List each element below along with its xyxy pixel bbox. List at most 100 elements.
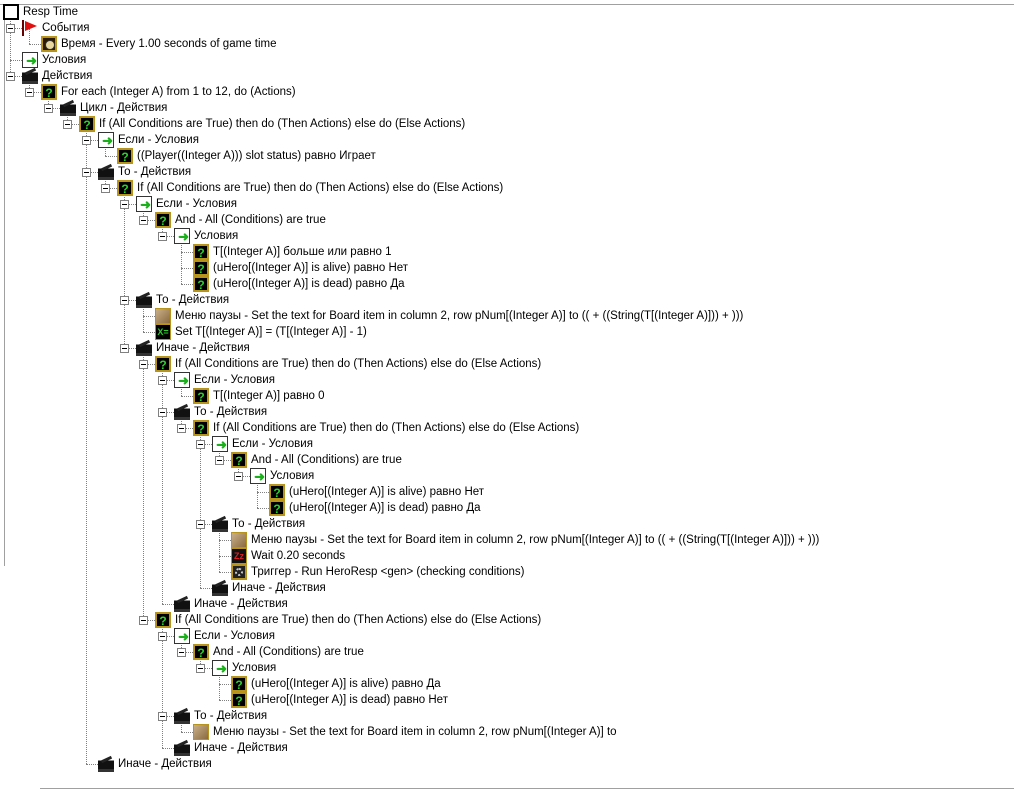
- tree-node[interactable]: ?If (All Conditions are True) then do (T…: [0, 420, 1014, 436]
- tree-node[interactable]: Действия: [0, 68, 1014, 84]
- clapper-icon: [60, 100, 76, 116]
- collapse-toggle[interactable]: [158, 712, 167, 721]
- collapse-toggle[interactable]: [139, 616, 148, 625]
- tree-node[interactable]: ➜Условия: [0, 468, 1014, 484]
- tree-node[interactable]: ➜Условия: [0, 228, 1014, 244]
- tree-node[interactable]: ?((Player((Integer A))) slot status) рав…: [0, 148, 1014, 164]
- tree-node[interactable]: ➜Условия: [0, 660, 1014, 676]
- tree-node[interactable]: ➜Если - Условия: [0, 628, 1014, 644]
- collapse-toggle[interactable]: [196, 520, 205, 529]
- tree-node[interactable]: ?For each (Integer A) from 1 to 12, do (…: [0, 84, 1014, 100]
- collapse-toggle[interactable]: [120, 200, 129, 209]
- tree-node[interactable]: Меню паузы - Set the text for Board item…: [0, 724, 1014, 740]
- collapse-toggle[interactable]: [158, 408, 167, 417]
- collapse-toggle[interactable]: [44, 104, 53, 113]
- tree-connector: [143, 332, 155, 333]
- collapse-toggle[interactable]: [158, 632, 167, 641]
- tree-connector: [48, 108, 60, 109]
- tree-connector: [105, 188, 117, 189]
- tree-node[interactable]: Меню паузы - Set the text for Board item…: [0, 308, 1014, 324]
- collapse-toggle[interactable]: [6, 24, 15, 33]
- collapse-toggle[interactable]: [139, 216, 148, 225]
- tree-node-label: Условия: [42, 54, 87, 66]
- tree-node[interactable]: ?If (All Conditions are True) then do (T…: [0, 356, 1014, 372]
- tree-node[interactable]: Иначе - Действия: [0, 340, 1014, 356]
- tree-node-label: If (All Conditions are True) then do (Th…: [175, 358, 542, 370]
- tree-node[interactable]: ?T[(Integer A)] равно 0: [0, 388, 1014, 404]
- condition-icon: ➜: [250, 468, 266, 484]
- tree-node[interactable]: ?If (All Conditions are True) then do (T…: [0, 612, 1014, 628]
- collapse-toggle[interactable]: [196, 664, 205, 673]
- question-icon: ?: [117, 180, 133, 196]
- tree-connector: [29, 44, 41, 45]
- collapse-toggle[interactable]: [82, 136, 91, 145]
- tree-node[interactable]: ?(uHero[(Integer A)] is alive) равно Нет: [0, 260, 1014, 276]
- tree-node[interactable]: ?And - All (Conditions) are true: [0, 212, 1014, 228]
- collapse-toggle[interactable]: [139, 360, 148, 369]
- collapse-toggle[interactable]: [6, 72, 15, 81]
- tree-node[interactable]: То - Действия: [0, 708, 1014, 724]
- tree-node-label: Иначе - Действия: [194, 742, 288, 754]
- collapse-toggle[interactable]: [101, 184, 110, 193]
- condition-icon: ➜: [212, 436, 228, 452]
- collapse-toggle[interactable]: [215, 456, 224, 465]
- tree-node[interactable]: Resp Time: [0, 4, 1014, 20]
- tree-node[interactable]: Иначе - Действия: [0, 580, 1014, 596]
- tree-node[interactable]: То - Действия: [0, 292, 1014, 308]
- tree-node[interactable]: Триггер - Run HeroResp <gen> (checking c…: [0, 564, 1014, 580]
- tree-node[interactable]: Меню паузы - Set the text for Board item…: [0, 532, 1014, 548]
- tree-node[interactable]: ?And - All (Conditions) are true: [0, 452, 1014, 468]
- tree-node-label: Если - Условия: [194, 374, 275, 386]
- condition-icon: ➜: [174, 628, 190, 644]
- tree-node[interactable]: Время - Every 1.00 seconds of game time: [0, 36, 1014, 52]
- tree-connector: [219, 572, 231, 573]
- tree-node[interactable]: Иначе - Действия: [0, 756, 1014, 772]
- question-icon: ?: [79, 116, 95, 132]
- tree-connector: [181, 428, 193, 429]
- collapse-toggle[interactable]: [82, 168, 91, 177]
- tree-node[interactable]: События: [0, 20, 1014, 36]
- tree-node[interactable]: Цикл - Действия: [0, 100, 1014, 116]
- tree-connector: [29, 76, 30, 92]
- tree-node[interactable]: ?If (All Conditions are True) then do (T…: [0, 116, 1014, 132]
- tree-node[interactable]: ?(uHero[(Integer A)] is dead) равно Нет: [0, 692, 1014, 708]
- collapse-toggle[interactable]: [120, 296, 129, 305]
- collapse-toggle[interactable]: [196, 440, 205, 449]
- tree-node[interactable]: ➜Условия: [0, 52, 1014, 68]
- clapper-icon: [174, 740, 190, 756]
- collapse-toggle[interactable]: [63, 120, 72, 129]
- tree-node[interactable]: X=Set T[(Integer A)] = (T[(Integer A)] -…: [0, 324, 1014, 340]
- tree-node-label: То - Действия: [194, 710, 268, 722]
- collapse-toggle[interactable]: [158, 376, 167, 385]
- tree-node[interactable]: ➜Если - Условия: [0, 132, 1014, 148]
- question-icon: ?: [155, 612, 171, 628]
- tree-node-label: For each (Integer A) from 1 to 12, do (A…: [61, 86, 296, 98]
- question-icon: ?: [193, 260, 209, 276]
- tree-node[interactable]: То - Действия: [0, 164, 1014, 180]
- tree-node[interactable]: ?(uHero[(Integer A)] is alive) равно Да: [0, 676, 1014, 692]
- collapse-toggle[interactable]: [25, 88, 34, 97]
- tree-node[interactable]: То - Действия: [0, 516, 1014, 532]
- tree-node[interactable]: ➜Если - Условия: [0, 372, 1014, 388]
- question-icon: ?: [231, 692, 247, 708]
- collapse-toggle[interactable]: [177, 648, 186, 657]
- tree-connector: [181, 380, 182, 396]
- tree-node[interactable]: ➜Если - Условия: [0, 436, 1014, 452]
- tree-connector: [48, 92, 49, 108]
- tree-node[interactable]: ?(uHero[(Integer A)] is dead) равно Да: [0, 276, 1014, 292]
- collapse-toggle[interactable]: [158, 232, 167, 241]
- tree-node[interactable]: ?And - All (Conditions) are true: [0, 644, 1014, 660]
- tree-node[interactable]: ➜Если - Условия: [0, 196, 1014, 212]
- tree-node[interactable]: Иначе - Действия: [0, 596, 1014, 612]
- tree-node[interactable]: ?If (All Conditions are True) then do (T…: [0, 180, 1014, 196]
- collapse-toggle[interactable]: [234, 472, 243, 481]
- tree-node[interactable]: ?(uHero[(Integer A)] is dead) равно Да: [0, 500, 1014, 516]
- collapse-toggle[interactable]: [177, 424, 186, 433]
- tree-node[interactable]: То - Действия: [0, 404, 1014, 420]
- tree-node[interactable]: ?(uHero[(Integer A)] is alive) равно Нет: [0, 484, 1014, 500]
- tree-node[interactable]: ?T[(Integer A)] больше или равно 1: [0, 244, 1014, 260]
- tree-node[interactable]: Иначе - Действия: [0, 740, 1014, 756]
- collapse-toggle[interactable]: [120, 344, 129, 353]
- tree-connector: [29, 28, 30, 44]
